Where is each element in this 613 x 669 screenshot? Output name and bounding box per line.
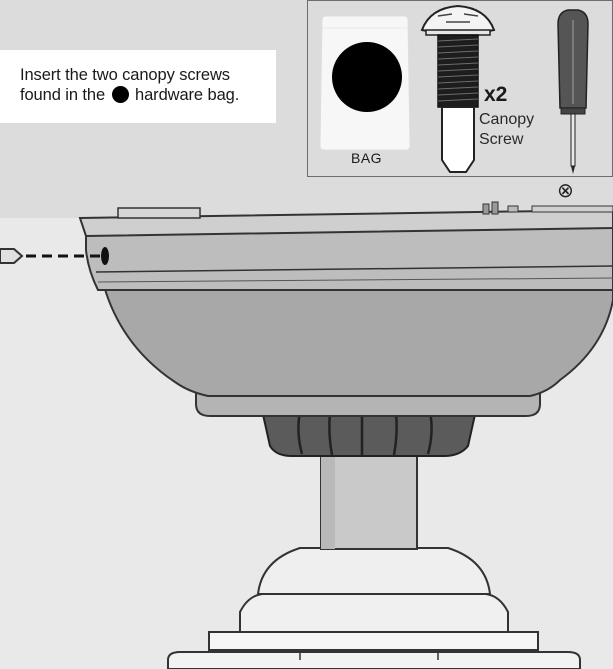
canopy-rim bbox=[85, 218, 613, 291]
downrod bbox=[320, 454, 418, 550]
black-dot-icon bbox=[111, 86, 129, 103]
phillips-symbol-icon: ⊗ bbox=[557, 180, 574, 202]
canopy-lower-lip bbox=[195, 391, 541, 417]
canopy-screw-icon bbox=[420, 4, 496, 173]
screw-name-line-2: Screw bbox=[479, 131, 524, 148]
instruction-line-2-start: found in the bbox=[20, 86, 106, 104]
mount-base bbox=[167, 547, 581, 669]
phillips-screwdriver-icon bbox=[557, 9, 589, 174]
instruction-line-1: Insert the two canopy screws bbox=[20, 66, 230, 84]
bag-black-dot bbox=[332, 42, 402, 112]
instruction-line-2-end: hardware bag. bbox=[135, 86, 240, 104]
canopy-top-plate bbox=[78, 201, 613, 238]
canopy-bowl bbox=[102, 285, 613, 397]
hardware-bag-icon bbox=[319, 15, 411, 151]
quantity-label: x2 bbox=[484, 83, 508, 106]
screw-name-line-1: Canopy bbox=[479, 111, 535, 128]
canopy-screw-hole bbox=[101, 247, 109, 265]
screw-tip-icon bbox=[0, 248, 24, 264]
instruction-callout: Insert the two canopy screws found in th… bbox=[0, 50, 276, 123]
bag-label: BAG bbox=[351, 150, 383, 166]
instruction-line-2: found in the hardware bag. bbox=[20, 85, 266, 105]
